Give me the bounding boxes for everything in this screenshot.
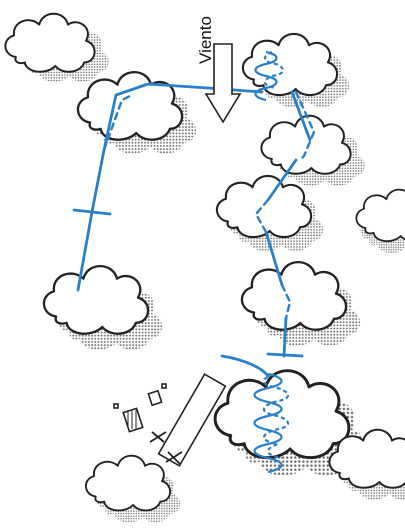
cloud-icon (86, 456, 170, 511)
cloud-icon (261, 116, 350, 174)
cloud-icon (78, 72, 182, 140)
hangar-icon (114, 384, 166, 432)
wind-label: Viento (196, 10, 216, 70)
cloud-icon (44, 266, 148, 334)
cloud-icon (5, 14, 94, 72)
cloud-icon (243, 34, 337, 95)
turnpoint-marker (268, 354, 302, 356)
airfield-icon (114, 374, 225, 466)
cloud-icon (215, 371, 349, 458)
turnpoint-marker (74, 210, 110, 214)
cloud-icon (242, 262, 346, 330)
